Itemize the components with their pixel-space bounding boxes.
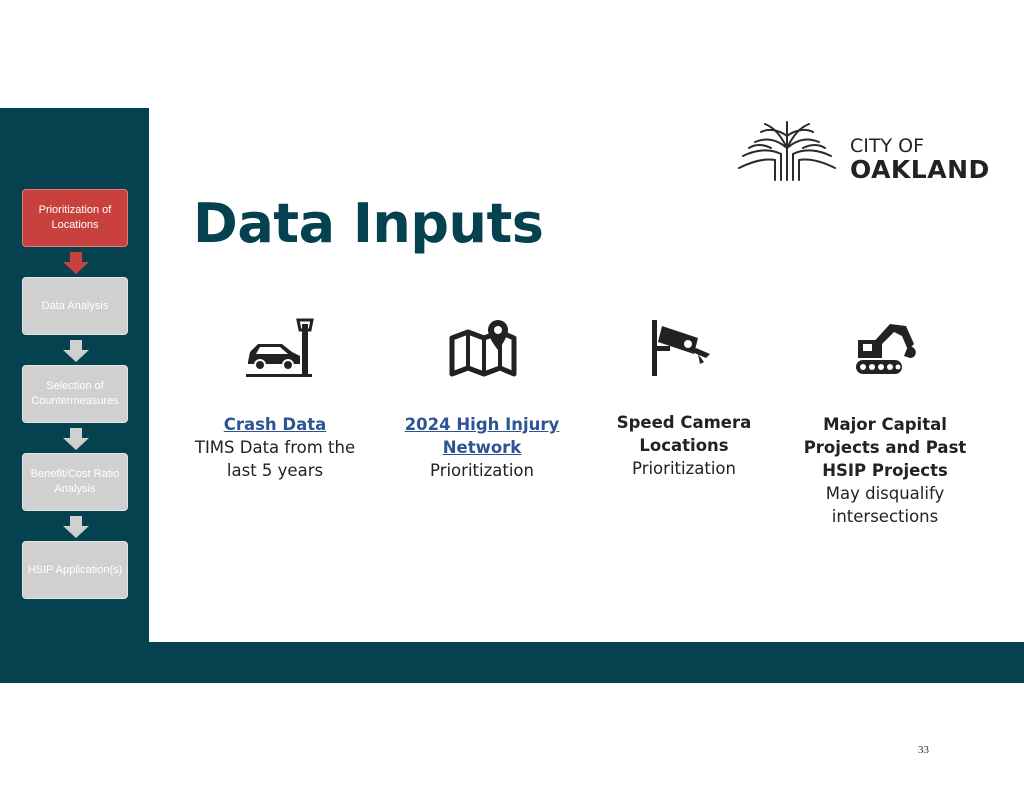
car-crash-icon — [246, 318, 314, 377]
high-injury-network-body: Prioritization — [430, 461, 534, 480]
speed-camera-icon — [652, 320, 710, 376]
step-label: Prioritization of Locations — [38, 204, 112, 231]
logo-line-1: CITY OF — [850, 135, 925, 157]
speed-camera-heading: Speed Camera Locations — [616, 413, 752, 455]
excavator-icon — [856, 324, 916, 374]
logo-line-2: OAKLAND — [850, 155, 990, 184]
city-logo-text: CITY OF OAKLAND — [850, 136, 990, 184]
step-data-analysis: Data Analysis — [22, 277, 128, 335]
step-label: Benefit/Cost Ratio Analysis — [30, 468, 120, 495]
arrow-down-icon — [63, 252, 89, 274]
step-selection-of-countermeasures: Selection of Countermeasures — [22, 365, 128, 423]
crash-data-body: TIMS Data from the last 5 years — [194, 438, 356, 480]
capital-projects-body: May disqualify intersections — [825, 484, 945, 526]
step-label: Data Analysis — [41, 299, 109, 312]
high-injury-network-link[interactable]: 2024 High Injury Network — [404, 415, 560, 457]
crash-data-link[interactable]: Crash Data — [223, 415, 327, 434]
step-label: HSIP Application(s) — [27, 563, 123, 576]
input-capital-projects: Major Capital Projects and Past HSIP Pro… — [795, 413, 975, 528]
arrow-down-icon — [63, 428, 89, 450]
arrow-down-icon — [63, 516, 89, 538]
step-prioritization-of-locations: Prioritization of Locations — [22, 189, 128, 247]
input-speed-camera-locations: Speed Camera Locations Prioritization — [594, 411, 774, 480]
step-hsip-applications: HSIP Application(s) — [22, 541, 128, 599]
page-title: Data Inputs — [193, 192, 544, 255]
arrow-down-icon — [63, 340, 89, 362]
oak-tree-logo-icon — [738, 121, 836, 181]
map-pin-icon — [449, 320, 517, 377]
bottom-band — [149, 642, 1024, 683]
input-high-injury-network: 2024 High Injury Network Prioritization — [392, 413, 572, 482]
page-number: 33 — [918, 744, 929, 756]
input-crash-data: Crash Data TIMS Data from the last 5 yea… — [185, 413, 365, 482]
capital-projects-heading: Major Capital Projects and Past HSIP Pro… — [803, 415, 967, 480]
speed-camera-body: Prioritization — [632, 459, 736, 478]
step-benefit-cost-ratio-analysis: Benefit/Cost Ratio Analysis — [22, 453, 128, 511]
step-label: Selection of Countermeasures — [31, 380, 119, 407]
